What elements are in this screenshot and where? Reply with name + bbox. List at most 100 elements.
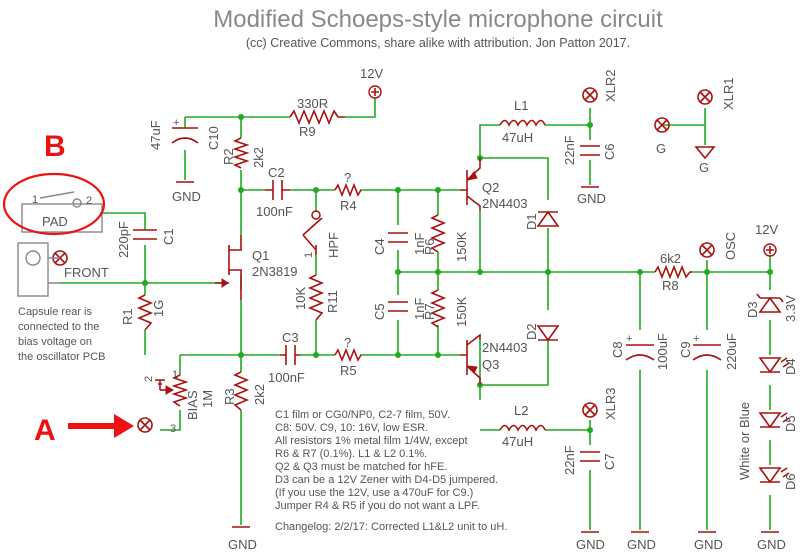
gnd-c10-label: GND (172, 189, 201, 204)
gnd-c6: GND (577, 186, 606, 206)
gnd-leds-label: GND (757, 537, 786, 552)
connector-bias-input (137, 417, 153, 433)
gnd-c8-label: GND (627, 537, 656, 552)
r7-name: R7 (422, 303, 437, 320)
c7-value: 22nF (562, 445, 577, 475)
resistor-r2: R2 2k2 (221, 137, 266, 169)
bias-pin1: 1 (172, 369, 178, 381)
r2-value: 2k2 (251, 147, 266, 168)
resistor-r5: ? R5 (334, 335, 362, 378)
r2-name: R2 (221, 148, 236, 165)
q1-value: 2N3819 (252, 264, 298, 279)
gnd-c10: GND (172, 181, 201, 204)
d6-name: D6 (783, 473, 798, 490)
xlr1-label: XLR1 (721, 77, 736, 110)
switch-hpf: HPF 1 (302, 210, 341, 258)
note-line-6: D3 can be a 12V Zener with D4-D5 jumpere… (275, 474, 498, 486)
r6-name: R6 (422, 238, 437, 255)
connector-xlr3: XLR3 (582, 387, 618, 420)
note-line-3: All resistors 1% metal film 1/4W, except (275, 435, 468, 447)
q2-name: Q2 (482, 180, 499, 195)
c4-name: C4 (372, 238, 387, 255)
capacitor-c7: 22nF C7 (562, 445, 617, 475)
c1-value: 220pF (116, 221, 131, 258)
d5-name: D5 (783, 415, 798, 432)
power-12v-right-label: 12V (755, 222, 778, 237)
note-line-8: Jumper R4 & R5 if you do not want a LPF. (275, 500, 480, 512)
capacitor-c8: + C8 100uF (610, 333, 670, 370)
r6-value: 150K (454, 231, 469, 262)
zener-d3: D3 3.3V (745, 293, 798, 322)
hpf-pin: 1 (303, 252, 315, 258)
resistor-r8: 6k2 R8 (654, 251, 692, 293)
led-d4: D4 (758, 357, 798, 375)
pad-switch: 1 2 PAD (21, 191, 103, 233)
c6-value: 22nF (562, 135, 577, 165)
gnd-c9-label: GND (694, 537, 723, 552)
capsule-note-line1: Capsule rear is (18, 306, 92, 318)
annotation-a-arrowhead (114, 414, 134, 438)
capacitor-c2: C2 100nF (256, 165, 293, 219)
note-line-5: Q2 & Q3 must be matched for hFE. (275, 461, 447, 473)
annotation-b-label: B (44, 130, 66, 163)
r5-value: ? (344, 335, 351, 350)
diagram-subtitle: (cc) Creative Commons, share alike with … (246, 36, 630, 50)
resistor-r6: R6 150K (422, 214, 469, 262)
c4-value: 1nF (412, 233, 427, 255)
gnd-g1: G (694, 146, 716, 175)
led-color-note: White or Blue (737, 402, 752, 480)
c2-name: C2 (268, 165, 285, 180)
d4-name: D4 (783, 358, 798, 375)
bias-pin3: 3 (170, 423, 176, 435)
r11-value: 10K (293, 287, 308, 310)
c6-name: C6 (602, 143, 617, 160)
r8-name: R8 (662, 278, 679, 293)
c8-name: C8 (610, 341, 625, 358)
potentiometer-bias: 1 2 3 BIAS 1M (143, 369, 215, 435)
d1-label: D1 (524, 213, 539, 230)
capsule-note-line4: the oscillator PCB (18, 351, 105, 363)
gnd-c7-label: GND (576, 537, 605, 552)
led-d5: D5 (758, 412, 798, 432)
c5-value: 1nF (412, 298, 427, 320)
q2-value: 2N4403 (482, 196, 528, 211)
g1-label: G (656, 141, 666, 156)
c9-value: 220uF (724, 333, 739, 370)
c3-value: 100nF (268, 370, 305, 385)
power-12v-top: 12V (360, 66, 383, 99)
capacitor-c4: C4 1nF (372, 232, 427, 255)
d3-name: D3 (745, 301, 760, 318)
transistor-q3: 2N4403 Q3 (460, 333, 528, 385)
diode-d1: D1 (524, 210, 560, 230)
c9-name: C9 (678, 341, 693, 358)
bias-pin2: 2 (143, 376, 155, 382)
r8-value: 6k2 (660, 251, 681, 266)
xlr2-label: XLR2 (603, 69, 618, 102)
resistor-r9: 330R R9 (289, 96, 345, 139)
r3-value: 2k2 (252, 384, 267, 405)
l2-name: L2 (514, 403, 528, 418)
d3-value: 3.3V (783, 295, 798, 322)
transistor-q1: Q1 2N3819 (215, 235, 298, 300)
r4-name: R4 (340, 198, 357, 213)
power-12v-right: 12V (755, 222, 778, 257)
capacitor-c9: + C9 220uF (678, 333, 739, 370)
r5-name: R5 (340, 363, 357, 378)
q1-name: Q1 (252, 248, 269, 263)
capacitor-c6: 22nF C6 (562, 135, 617, 165)
resistor-r3: R3 2k2 (222, 371, 267, 411)
bias-name: BIAS (185, 390, 200, 420)
connector-xlr2: XLR2 (582, 69, 618, 103)
resistor-r4: ? R4 (334, 170, 362, 213)
pad-pin2: 2 (86, 195, 92, 207)
gnd-g2-label: G (699, 160, 709, 175)
note-line-7: (If you use the 12V, use a 470uF for C9.… (275, 487, 473, 499)
svg-text:+: + (626, 333, 632, 345)
bias-value: 1M (200, 390, 215, 408)
capacitor-c1: 220pF C1 (116, 221, 176, 258)
l1-value: 47uH (502, 130, 533, 145)
gnd-c6-label: GND (577, 191, 606, 206)
resistor-r7: R7 150K (422, 289, 469, 328)
gnd-q1: GND (228, 526, 257, 552)
